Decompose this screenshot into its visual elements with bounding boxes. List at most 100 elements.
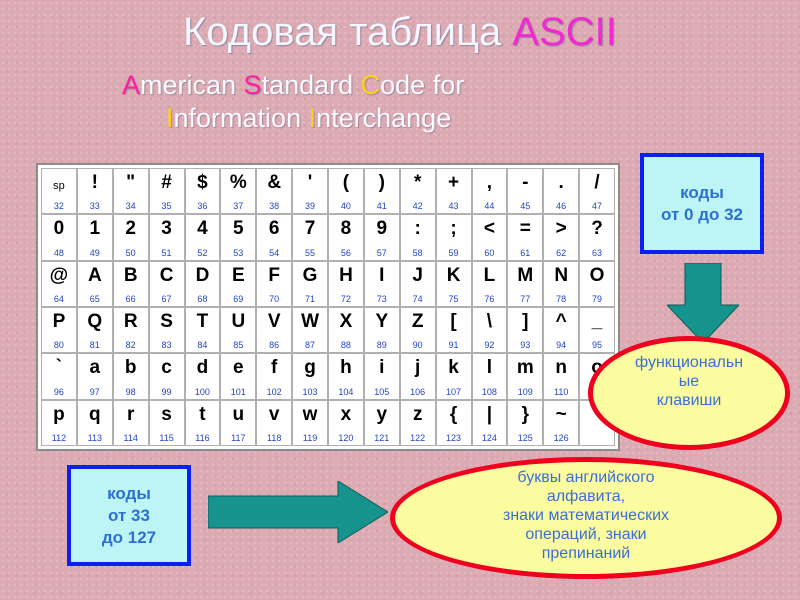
ascii-char: + [448,172,460,193]
ascii-code: 43 [448,201,459,212]
acronym-letter: I [166,103,174,133]
ascii-char: ' [307,172,313,193]
ascii-char: 8 [340,218,352,240]
ascii-char: - [522,172,529,193]
ascii-code: 60 [484,247,495,258]
ascii-code: 119 [302,432,318,443]
ascii-char: B [123,264,138,286]
ascii-char: k [448,357,459,379]
ascii-cell: O 79 [580,261,614,306]
ascii-code: 79 [592,293,603,304]
ascii-code: 100 [194,386,210,397]
subtitle-line-1: American Standard Code for [122,70,464,101]
ascii-cell: ^94 [544,307,579,353]
ascii-char: h [340,357,352,379]
ascii-code: 41 [376,201,387,212]
ascii-code: 44 [484,201,495,212]
acronym-letter: A [122,70,141,100]
ascii-code: 72 [340,293,351,304]
ascii-char: r [126,403,135,425]
arrow-down-icon [667,263,739,343]
ascii-char: H [339,264,353,286]
ascii-code: 88 [340,340,351,351]
ascii-char: b [124,357,137,379]
ascii-code: 96 [53,386,64,397]
ascii-char: U [231,310,246,332]
ascii-cell: (40 [329,169,363,214]
ascii-char: M [517,264,534,286]
ascii-code: 90 [412,340,423,351]
ascii-code: 56 [340,247,351,258]
ascii-code: 89 [376,340,387,351]
ascii-code: 86 [269,340,280,351]
ascii-code: 59 [448,247,459,258]
ascii-code: 112 [51,432,67,443]
ascii-char: ) [378,172,385,193]
ascii-char: 9 [376,218,388,240]
ascii-code: 121 [374,432,390,443]
ascii-cell: K 75 [436,261,471,306]
ascii-code: 75 [448,293,459,304]
ascii-code: 66 [125,293,136,304]
ascii-code: 125 [517,432,533,443]
ascii-code: 77 [520,293,531,304]
ascii-code: 64 [53,293,64,304]
ascii-char: 1 [89,218,101,240]
ascii-cell: _ 95 [580,307,614,353]
ascii-cell: p 112 [42,400,76,445]
ascii-code: 101 [230,386,246,397]
ascii-cell: ,44 [472,169,507,214]
ascii-char: > [555,218,567,240]
ascii-cell: :58 [400,215,435,260]
ascii-char: O [589,264,605,286]
ascii-char: p [53,403,65,425]
description-line: операций, знаки [525,526,647,543]
printable-codes-box: коды от 33 до 127 [67,465,191,566]
ascii-char: / [594,172,600,193]
ascii-char: sp [53,180,65,192]
printable-codes-line: от 33 [108,505,150,525]
ascii-char: x [340,403,352,425]
ascii-cell: =61 [508,215,543,260]
ascii-char: z [412,403,423,425]
ascii-char: L [483,264,496,286]
ascii-char: * [413,172,422,193]
ascii-char: F [268,264,280,286]
ascii-code: 95 [592,340,603,351]
ascii-code: 116 [195,432,210,443]
ascii-char: _ [591,310,603,332]
ascii-code: 45 [520,201,531,212]
ascii-code: 73 [376,293,387,304]
ascii-char: Z [411,310,424,332]
ascii-char: K [446,264,461,286]
ascii-cell: '39 [293,169,327,214]
ascii-cell: `96 [42,354,76,399]
ascii-code: 36 [197,201,208,212]
ascii-char: ! [91,172,98,193]
ascii-cell: H 72 [329,261,363,306]
ascii-char: I [379,264,385,286]
ascii-cell: +43 [436,169,471,214]
ascii-cell: .46 [544,169,579,214]
printable-description-ellipse: буквы английского алфавита, знаки матема… [390,457,782,579]
description-line: алфавита, [546,488,626,505]
ascii-code: 47 [592,201,603,212]
ascii-char: d [196,357,209,379]
